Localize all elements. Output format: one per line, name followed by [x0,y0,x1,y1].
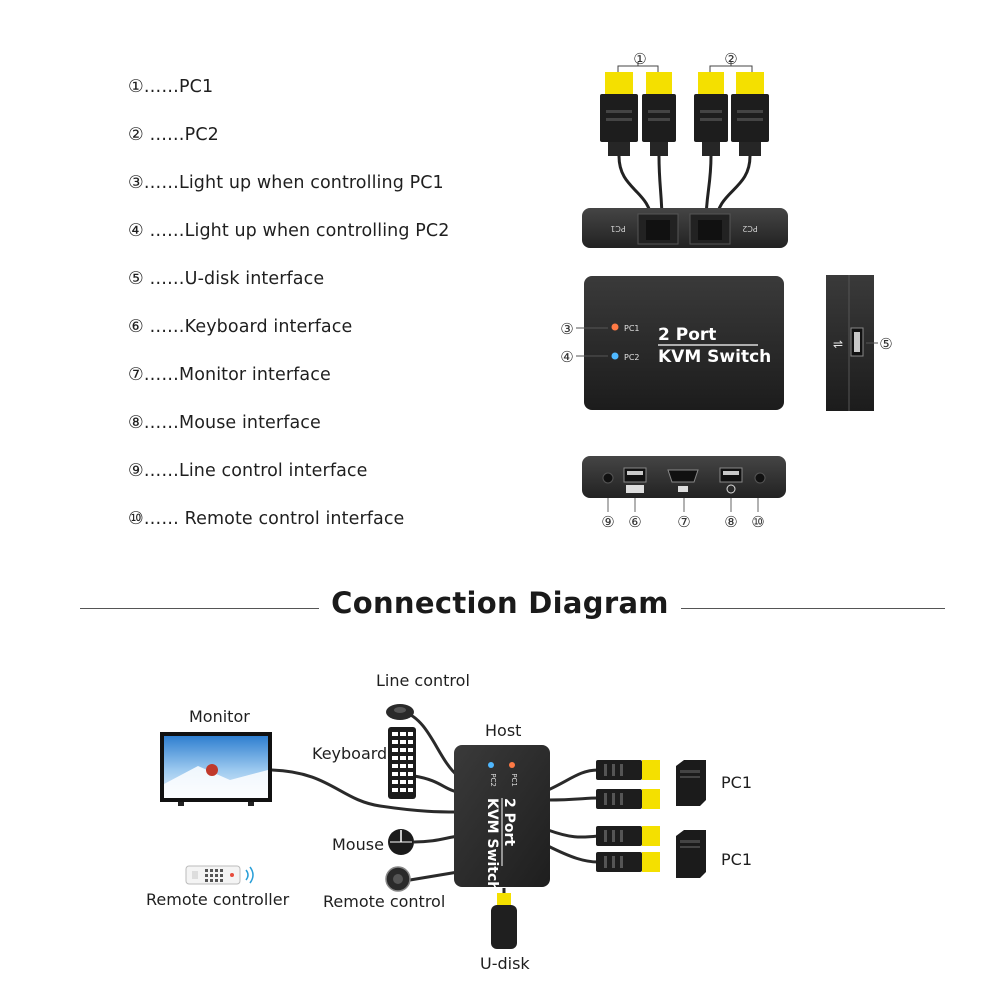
udisk-icon [491,893,517,949]
section-title: Connection Diagram [0,586,1000,620]
legend-item: ⑨……Line control interface [128,460,368,482]
section-divider-left [80,608,350,609]
legend-item: ⑤ ……U-disk interface [128,268,324,290]
pc-tower-icon [676,830,706,878]
hdmi-plug-icon [694,72,728,156]
hdmi-plug-icon [596,760,660,780]
section-divider-right [660,608,945,609]
legend-item: ①……PC1 [128,76,213,98]
label-remote-controller: Remote controller [146,890,290,909]
callout-10: ⑩ [751,513,764,531]
callout-8: ⑧ [724,513,737,531]
label-mouse: Mouse [332,835,384,854]
port-label-pc1: PC1 [610,224,626,233]
device-back-panel [582,456,786,498]
legend-item: ⑥ ……Keyboard interface [128,316,352,338]
led-label-pc1: PC1 [624,324,640,333]
host-led-pc1: PC1 [510,773,518,787]
hdmi-plug-icon [600,72,638,156]
host-name-line1: 2 Port [501,798,517,846]
legend-text: …… Remote control interface [143,509,405,529]
legend-marker: ⑩ [128,509,144,529]
legend-text: ……PC2 [143,125,219,145]
remote-receiver-icon [385,866,411,892]
hdmi-plug-icon [596,826,660,846]
hdmi-plug-icon [596,852,660,872]
callout-2: ② [724,50,737,68]
legend-text: ……Monitor interface [143,365,331,385]
device-front [584,276,784,410]
legend-text: ……Light up when controlling PC2 [143,221,450,241]
label-pc-top: PC1 [721,773,752,792]
legend-text: ……Keyboard interface [143,317,353,337]
legend-item: ⑩…… Remote control interface [128,508,404,530]
callout-9: ⑨ [601,513,614,531]
label-line-control: Line control [376,671,470,690]
legend-marker: ④ [128,221,144,241]
product-illustration: ① ② [560,50,892,531]
legend-item: ② ……PC2 [128,124,219,146]
callout-6: ⑥ [628,513,641,531]
callout-1: ① [633,50,646,68]
hdmi-plug-icon [731,72,769,156]
label-monitor: Monitor [189,707,250,726]
usb-icon: ⇌ [833,337,843,351]
legend-item: ③……Light up when controlling PC1 [128,172,444,194]
label-host: Host [485,721,522,740]
port-label-pc2: PC2 [742,224,758,233]
legend-marker: ① [128,77,144,97]
keyboard-icon [388,727,416,799]
legend-marker: ② [128,125,144,145]
device-side [826,275,874,411]
legend-item: ⑧……Mouse interface [128,412,321,434]
callout-5: ⑤ [879,335,892,353]
legend-marker: ⑧ [128,413,144,433]
hdmi-plug-icon [642,72,676,156]
mouse-icon [388,829,414,855]
label-remote-control: Remote control [323,892,446,911]
device-name-line2: KVM Switch [658,347,771,367]
legend-marker: ⑨ [128,461,144,481]
legend-marker: ⑦ [128,365,144,385]
legend-marker: ⑤ [128,269,144,289]
hdmi-plug-icon [596,789,660,809]
legend-text: ……Light up when controlling PC1 [143,173,444,193]
legend-text: ……Line control interface [143,461,368,481]
legend-item: ④ ……Light up when controlling PC2 [128,220,449,242]
label-pc-bottom: PC1 [721,850,752,869]
device-top-panel [582,208,788,248]
led-label-pc2: PC2 [624,353,640,362]
remote-controller-icon [185,865,254,885]
line-control-icon [386,704,414,720]
device-name-line1: 2 Port [658,325,716,345]
pc-tower-icon [676,760,706,806]
label-udisk: U-disk [480,954,530,973]
callout-4: ④ [560,348,573,366]
legend-text: ……PC1 [143,77,214,97]
legend-item: ⑦……Monitor interface [128,364,331,386]
host-led-pc2: PC2 [489,773,497,787]
legend-text: ……U-disk interface [143,269,325,289]
host-name-line2: KVM Switch [484,798,500,891]
callout-7: ⑦ [677,513,690,531]
callout-3: ③ [560,320,573,338]
legend-marker: ⑥ [128,317,144,337]
legend-marker: ③ [128,173,144,193]
legend-text: ……Mouse interface [143,413,321,433]
label-keyboard: Keyboard [312,744,388,763]
monitor-icon [160,732,272,806]
